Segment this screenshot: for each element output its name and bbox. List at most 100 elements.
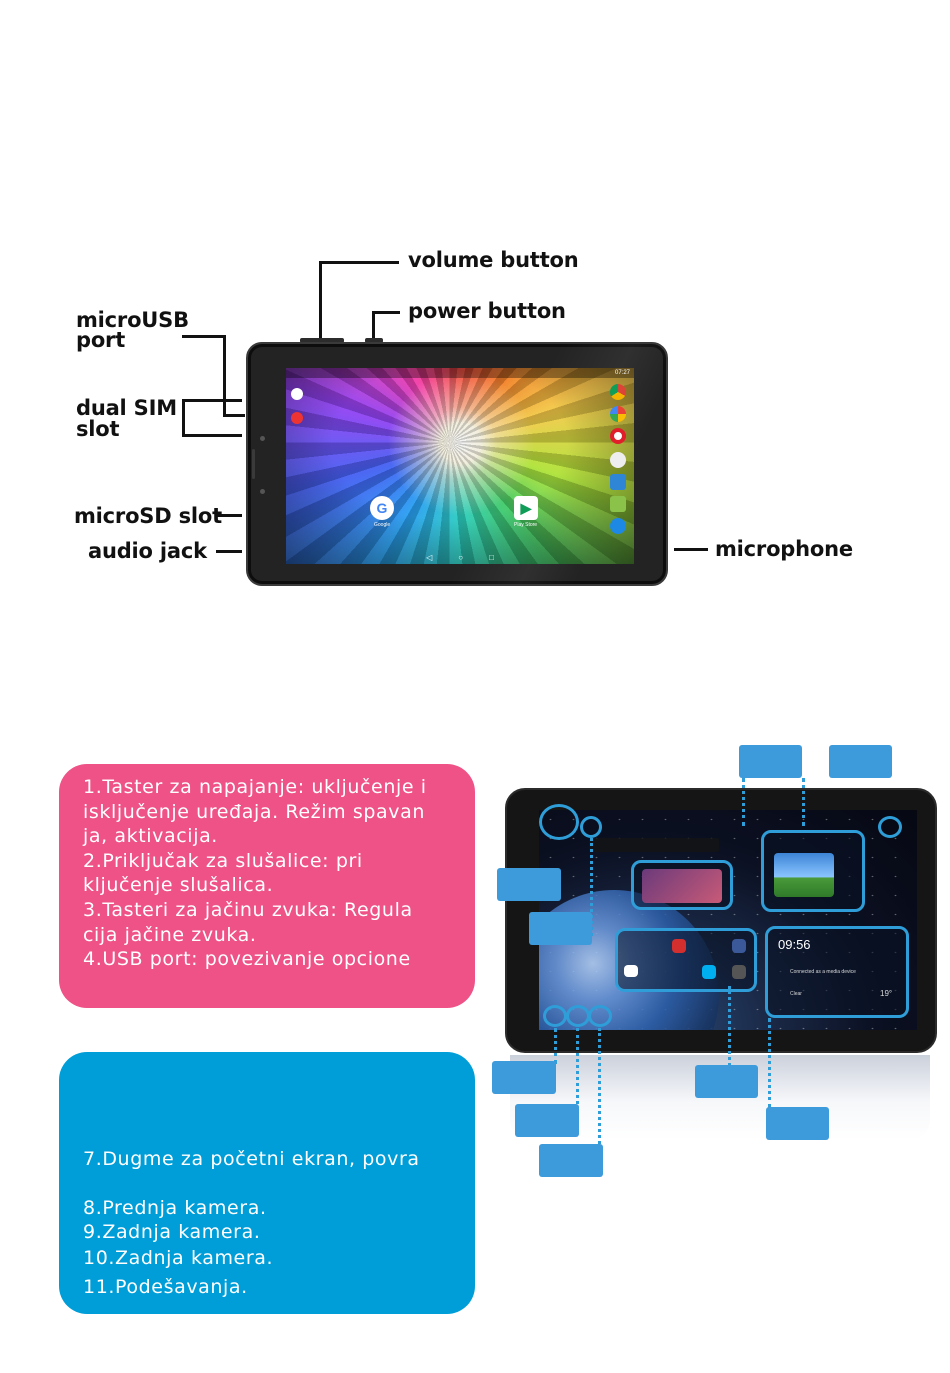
power-button-label: power button (408, 299, 566, 323)
functions-box-blue: 7.Dugme za početni ekran, povra 8.Prednj… (59, 1052, 475, 1314)
connector-dotted (802, 778, 805, 826)
callout-label-box (766, 1107, 829, 1140)
callout-label-box (695, 1065, 758, 1098)
blue-line: 10.Zadnja kamera. (83, 1246, 274, 1269)
audio-leader (216, 550, 242, 553)
callout-label-box (497, 868, 561, 901)
microphone-leader (674, 548, 708, 551)
apps-ring-marker (878, 816, 902, 838)
quick-settings-bar (589, 838, 719, 852)
microusb-leader-end (223, 414, 245, 417)
home-ring-marker (566, 1005, 590, 1027)
audio-jack-label: audio jack (88, 539, 207, 563)
messages-icon (610, 496, 626, 512)
pink-line: isključenje uređaja. Režim spavan (83, 800, 425, 823)
weather-temp: 19° (880, 989, 893, 998)
microusb-port-label-line2: port (76, 328, 126, 352)
front-camera (260, 436, 265, 441)
blue-line: 9.Zadnja kamera. (83, 1221, 261, 1244)
notification-text: Connected as a media device (790, 969, 856, 975)
power-leader-h (372, 311, 400, 314)
callout-label-box (529, 912, 592, 945)
navigation-bar: ◁ ○ □ (286, 550, 634, 564)
status-bar: 07:27 (286, 368, 634, 378)
dualsim-leader-bottom (182, 434, 242, 437)
microusb-port-label-line1: microUSB (76, 308, 189, 332)
google-app-icon: G (370, 496, 394, 520)
phone-icon (610, 518, 626, 534)
dual-sim-slot-label-line2: slot (76, 417, 120, 441)
contacts-icon (610, 474, 626, 490)
video-widget (631, 860, 733, 910)
play-store-label: Play Store (514, 522, 538, 528)
google-search-icon (291, 388, 303, 400)
tablet-screen: 07:27 G Google ▶ Play Store ◁ ○ □ (286, 368, 634, 564)
callout-label-box (739, 745, 802, 778)
microphone-label: microphone (715, 537, 853, 561)
clock-weather-widget: 09:56 Connected as a media device Clear … (765, 926, 909, 1018)
pink-line: ključenje slušalica. (83, 874, 274, 897)
photo-gallery-widget (761, 830, 865, 912)
app-shortcuts-widget (615, 928, 757, 992)
microsd-leader (216, 514, 242, 517)
recent-ring-marker (588, 1005, 612, 1027)
apps-drawer-icon (610, 452, 626, 468)
mic-icon (291, 412, 303, 424)
microusb-leader-h (182, 335, 226, 338)
pink-line: cija jačine zvuka. (83, 923, 257, 946)
blue-line-spacer (83, 1172, 455, 1196)
volume-leader-h (319, 261, 399, 264)
back-icon: ◁ (426, 552, 433, 562)
google-app-label: Google (374, 522, 391, 528)
volume-button (300, 338, 344, 343)
power-leader-v (372, 311, 375, 341)
blue-line: 11.Podešavanja. (83, 1276, 248, 1299)
search-ring-marker (539, 804, 579, 840)
pink-line: ja, aktivacija. (83, 825, 218, 848)
pink-line: 4.USB port: povezivanje opcione (83, 948, 411, 971)
opera-icon (610, 428, 626, 444)
blue-line: 7.Dugme za početni ekran, povra (83, 1148, 420, 1170)
connector-dotted (742, 778, 745, 826)
gmail-icon (624, 965, 638, 977)
home-icon: ○ (458, 552, 464, 562)
clock-time: 09:56 (778, 937, 811, 952)
dualsim-leader-top (182, 399, 242, 402)
photos-icon (610, 406, 626, 422)
pink-line: 1.Taster za napajanje: uključenje i (83, 776, 427, 798)
weather-label: Clear (790, 991, 802, 997)
volume-button-label: volume button (408, 248, 579, 272)
callout-label-box (539, 1144, 603, 1177)
connector-dotted (576, 1028, 579, 1104)
pink-line: 2.Priključak za slušalice: pri (83, 849, 363, 872)
dual-sim-slot-label-line1: dual SIM (76, 396, 177, 420)
dualsim-leader-v (182, 399, 185, 437)
front-sensor (260, 489, 265, 494)
back-ring-marker (543, 1005, 567, 1027)
callout-label-box (829, 745, 892, 778)
functions-box-pink: 1.Taster za napajanje: uključenje i iskl… (59, 764, 475, 1008)
volume-leader-v (319, 261, 322, 341)
angry-birds-icon (672, 939, 686, 953)
connector-dotted (554, 1028, 557, 1064)
connector-dotted (728, 986, 731, 1066)
recent-apps-icon: □ (489, 552, 494, 562)
tablet-front-view: 07:27 G Google ▶ Play Store ◁ ○ □ (246, 342, 668, 586)
power-button (365, 338, 383, 343)
callout-label-box (492, 1061, 556, 1094)
microsd-slot-label: microSD slot (74, 504, 222, 528)
camera-icon (732, 965, 746, 979)
facebook-icon (732, 939, 746, 953)
speaker-slot (252, 449, 255, 479)
pink-line: 3.Tasteri za jačinu zvuka: Regula (83, 898, 413, 921)
play-store-icon: ▶ (514, 496, 538, 520)
microusb-leader-v (223, 335, 226, 417)
callout-label-box (515, 1104, 579, 1137)
chrome-icon (610, 384, 626, 400)
voice-ring-marker (580, 816, 602, 838)
connector-dotted (768, 1018, 771, 1108)
connector-dotted (590, 838, 593, 936)
blue-line: 8.Prednja kamera. (83, 1196, 267, 1219)
connector-dotted (598, 1028, 601, 1144)
skype-icon (702, 965, 716, 979)
